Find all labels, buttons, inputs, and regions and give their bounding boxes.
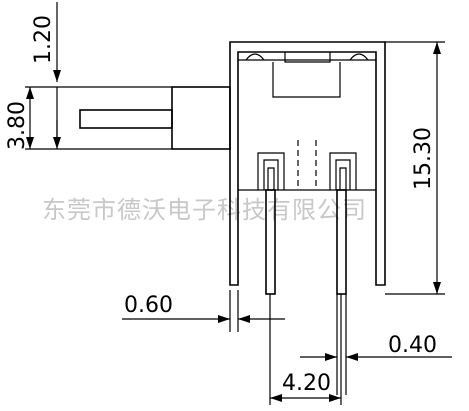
dim-4-20: 4.20 (269, 294, 342, 405)
dim-label-left: 3.80 (5, 101, 30, 150)
company-watermark: 东莞市德沃电子科技有限公司 (42, 196, 367, 224)
switch-body (229, 41, 386, 286)
dim-0-60: 0.60 (122, 290, 285, 332)
dim-label-pin-thickness: 0.40 (388, 333, 437, 358)
dim-0-40: 0.40 (300, 294, 452, 395)
dim-label-top: 1.20 (31, 15, 56, 64)
dim-3-80: 3.80 (5, 86, 172, 150)
dim-1-20: 1.20 (31, 2, 61, 145)
actuator-shaft (79, 86, 231, 150)
dim-label-pin-width: 0.60 (124, 293, 173, 318)
dim-label-right: 15.30 (411, 127, 436, 190)
dim-label-pin-spacing: 4.20 (282, 371, 331, 396)
dim-15-30: 15.30 (385, 41, 445, 295)
